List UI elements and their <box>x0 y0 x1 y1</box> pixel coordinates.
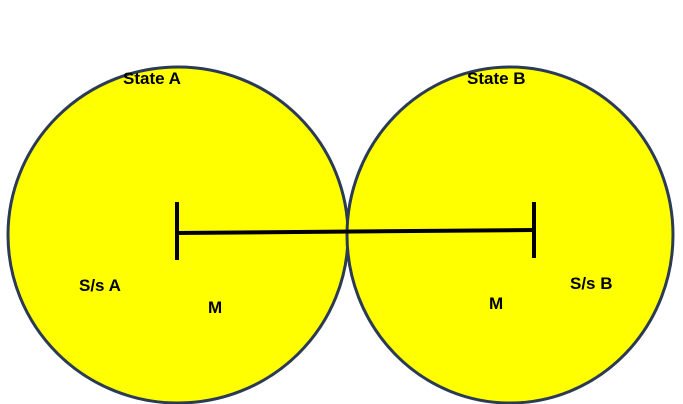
segment-line <box>176 228 535 235</box>
state-a-marker-label: M <box>208 298 222 317</box>
state-b-title: State B <box>467 69 526 88</box>
state-a-subsystem-label: S/s A <box>79 276 121 295</box>
state-b-subsystem-label: S/s B <box>570 274 613 293</box>
state-b-marker-label: M <box>489 294 503 313</box>
connecting-segment <box>175 202 536 260</box>
state-b-circle <box>345 65 675 404</box>
state-a-title: State A <box>123 69 181 88</box>
